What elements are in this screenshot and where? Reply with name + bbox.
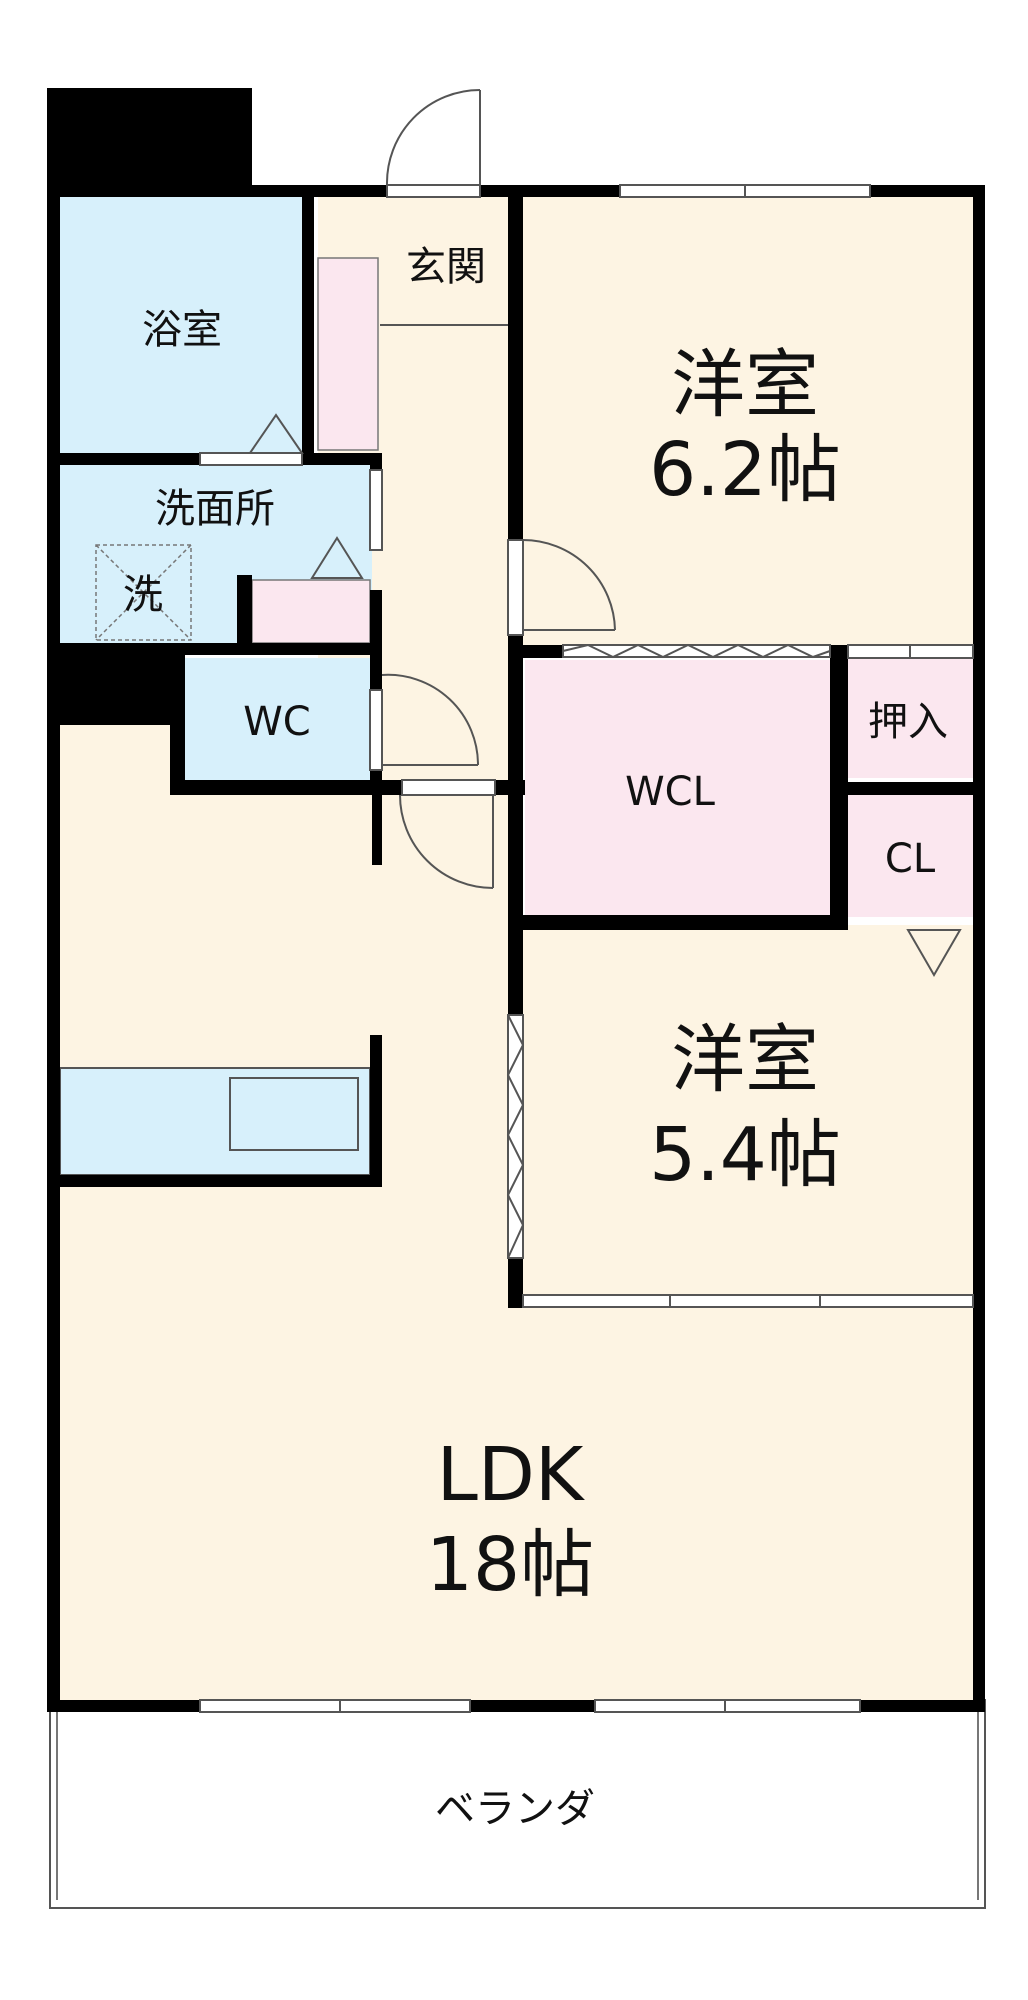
walk-in-closet-label: WCL	[625, 769, 715, 815]
oshiire-floor	[848, 658, 973, 778]
door-triangles	[248, 413, 962, 977]
sliding-door-room2	[522, 1294, 974, 1308]
washroom-label: 洗面所	[155, 486, 275, 532]
bath-label: 浴室	[142, 307, 222, 353]
entrance-label: 玄関	[406, 244, 486, 290]
washroom-storage	[251, 579, 371, 644]
sliding-door-wcl	[562, 643, 831, 659]
western-room-1-label: 洋室	[671, 342, 819, 428]
ldk-label: LDK	[437, 1432, 586, 1518]
western-room-2-size: 5.4帖	[649, 1112, 841, 1198]
toilet-floor	[185, 658, 372, 780]
western-room-1-floor	[520, 195, 980, 645]
toilet-label: WC	[243, 699, 310, 745]
veranda-area	[49, 1699, 986, 1909]
swing-doors	[199, 89, 616, 889]
closet-label: CL	[885, 836, 936, 882]
walk-in-closet-floor	[525, 660, 830, 915]
closet-floor	[848, 795, 973, 917]
veranda-label: ベランダ	[435, 1786, 595, 1832]
western-room-2-label: 洋室	[671, 1017, 819, 1103]
western-room-2-floor	[520, 925, 980, 1300]
western-room-1-size: 6.2帖	[649, 427, 841, 513]
oshiire-label: 押入	[868, 699, 948, 745]
windows	[199, 184, 871, 1713]
shoe-storage	[317, 257, 379, 451]
kitchen-sink	[229, 1077, 359, 1151]
washer-pan	[95, 544, 192, 641]
kitchen-counter	[59, 1067, 371, 1176]
washer-label: 洗	[123, 572, 163, 618]
walls	[47, 88, 985, 1712]
ldk-size: 18帖	[426, 1522, 594, 1608]
folding-door-room2	[506, 1014, 525, 1259]
bath-floor	[60, 195, 305, 453]
sliding-door-oshiire	[847, 644, 974, 659]
